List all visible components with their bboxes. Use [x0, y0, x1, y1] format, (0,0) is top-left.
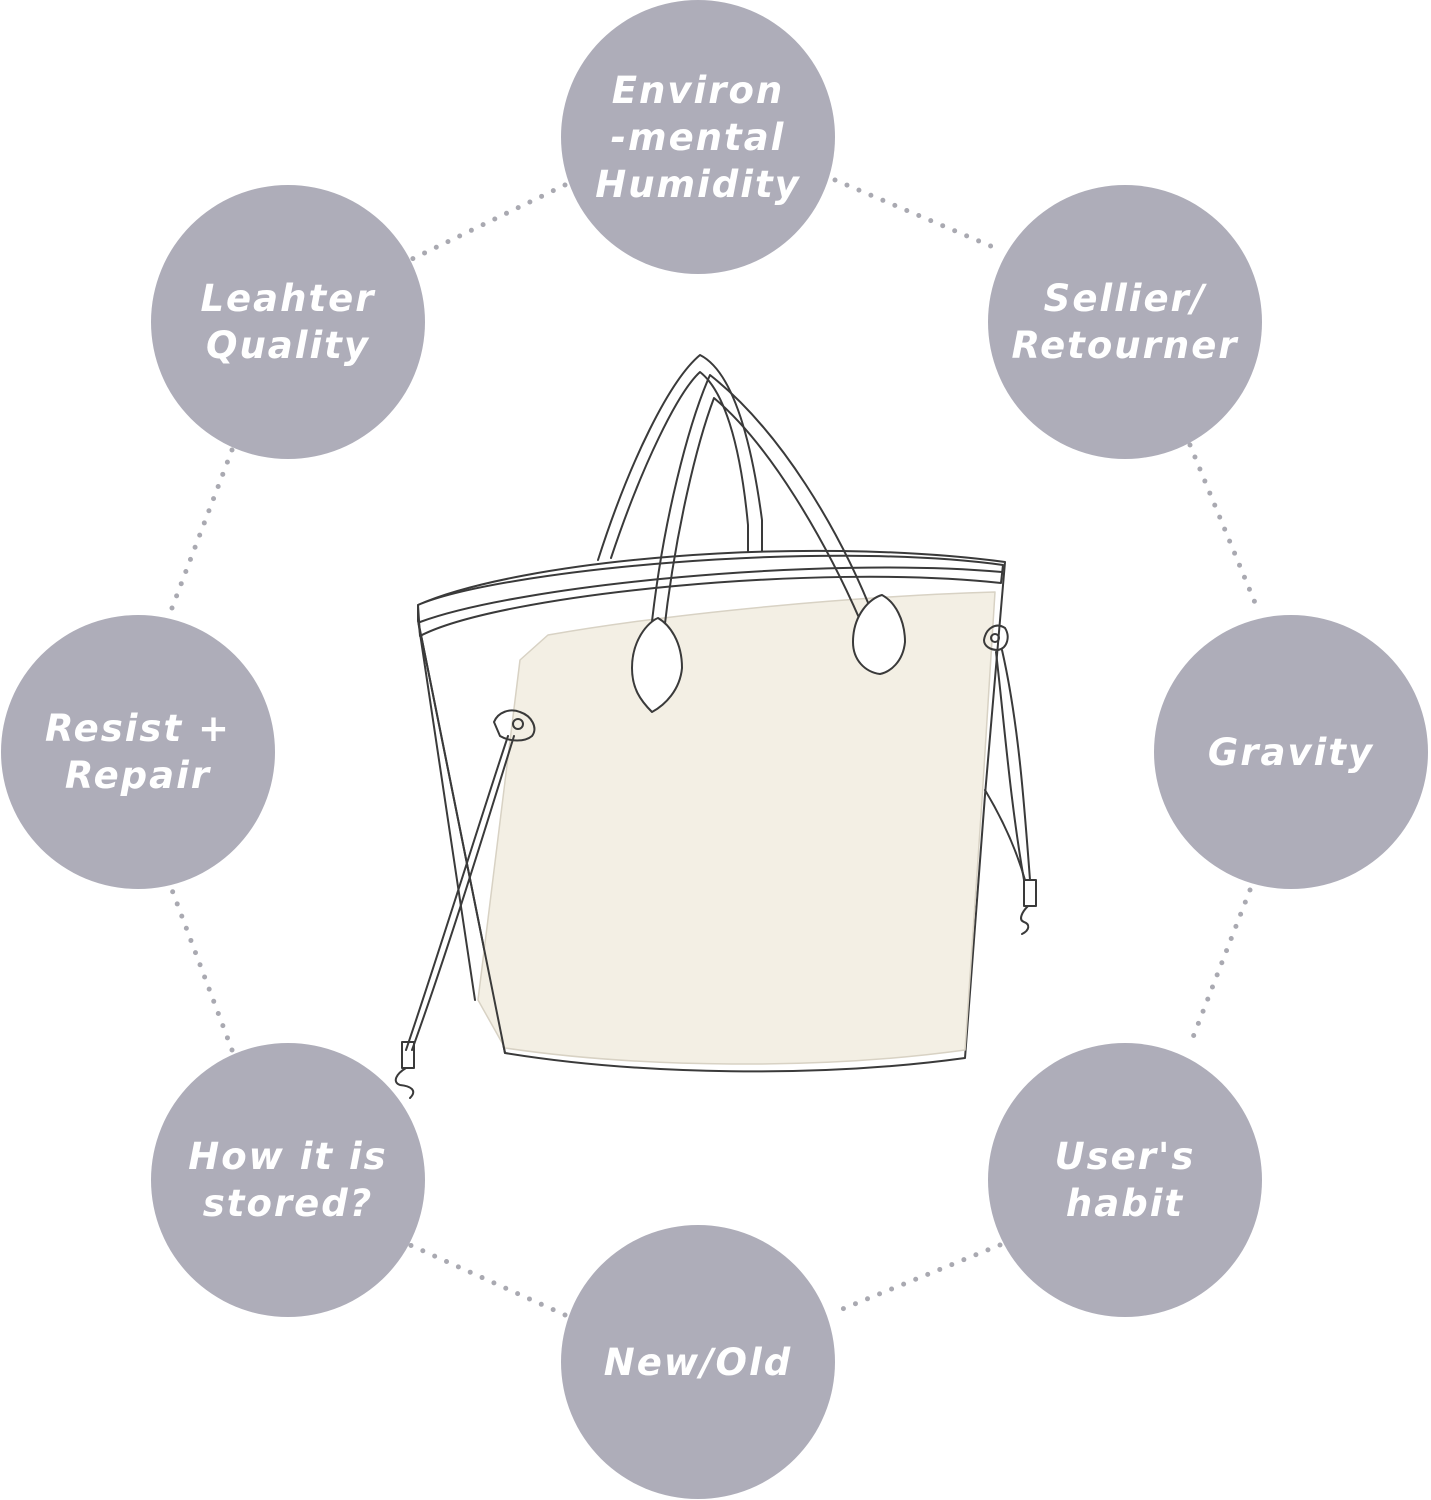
connector-line	[169, 447, 235, 611]
factor-new-old: New/Old	[561, 1225, 835, 1499]
bag-tab-right	[852, 594, 906, 675]
factor-label: Environ -mental Humidity	[595, 68, 801, 206]
bag-grommet-right-hole	[990, 633, 1000, 643]
factor-environmental-humidity: Environ -mental Humidity	[561, 0, 835, 274]
factor-resist-repair: Resist + Repair	[1, 615, 275, 889]
factor-label: Leahter Quality	[200, 277, 376, 367]
bag-drawstring-right-b	[995, 651, 1025, 881]
factor-sellier-retourner: Sellier/ Retourner	[988, 185, 1262, 459]
bag-handle-back	[597, 354, 763, 561]
connector-line	[169, 887, 235, 1053]
connector-line	[407, 182, 568, 263]
bag-toggle-left	[401, 1041, 415, 1069]
factor-label: New/Old	[603, 1340, 793, 1384]
connector-line	[832, 1242, 1003, 1315]
bag-grommet-left-hole	[512, 718, 524, 730]
bag-rim-band	[419, 566, 1003, 623]
bag-drawstring-left	[405, 735, 509, 1051]
bag-side-left	[417, 619, 476, 1001]
bag-handle-front	[649, 374, 876, 641]
factor-label: Sellier/ Retourner	[1011, 277, 1239, 367]
connector-line	[1187, 442, 1261, 613]
factor-how-stored: How it is stored?	[151, 1043, 425, 1317]
bag-drawstring-right-back	[984, 789, 1026, 881]
factor-label: Gravity	[1207, 730, 1375, 774]
connector-line	[832, 177, 1003, 253]
connector-line	[407, 1242, 568, 1318]
bag-tab-left	[631, 617, 683, 713]
factor-leather-quality: Leahter Quality	[151, 185, 425, 459]
bag-drawstring-left-b	[411, 735, 515, 1051]
factor-users-habit: User's habit	[988, 1043, 1262, 1317]
bag-handle-back-inner	[610, 371, 749, 559]
bag-side	[417, 619, 506, 1054]
factor-label: Resist + Repair	[44, 707, 232, 797]
factor-label: User's habit	[1054, 1135, 1196, 1225]
bag-cord-left-end	[394, 1067, 415, 1099]
bag-insert	[477, 591, 996, 1065]
bag-cord-right-end	[1020, 905, 1030, 935]
bag-grommet-right	[983, 624, 1009, 651]
factor-label: How it is stored?	[188, 1135, 388, 1225]
bag-handle-front-inner	[662, 397, 861, 641]
bag-toggle-right	[1023, 879, 1037, 907]
connector-line	[1187, 887, 1253, 1048]
bag-drawstring-right	[1001, 649, 1031, 881]
factor-gravity: Gravity	[1154, 615, 1428, 889]
